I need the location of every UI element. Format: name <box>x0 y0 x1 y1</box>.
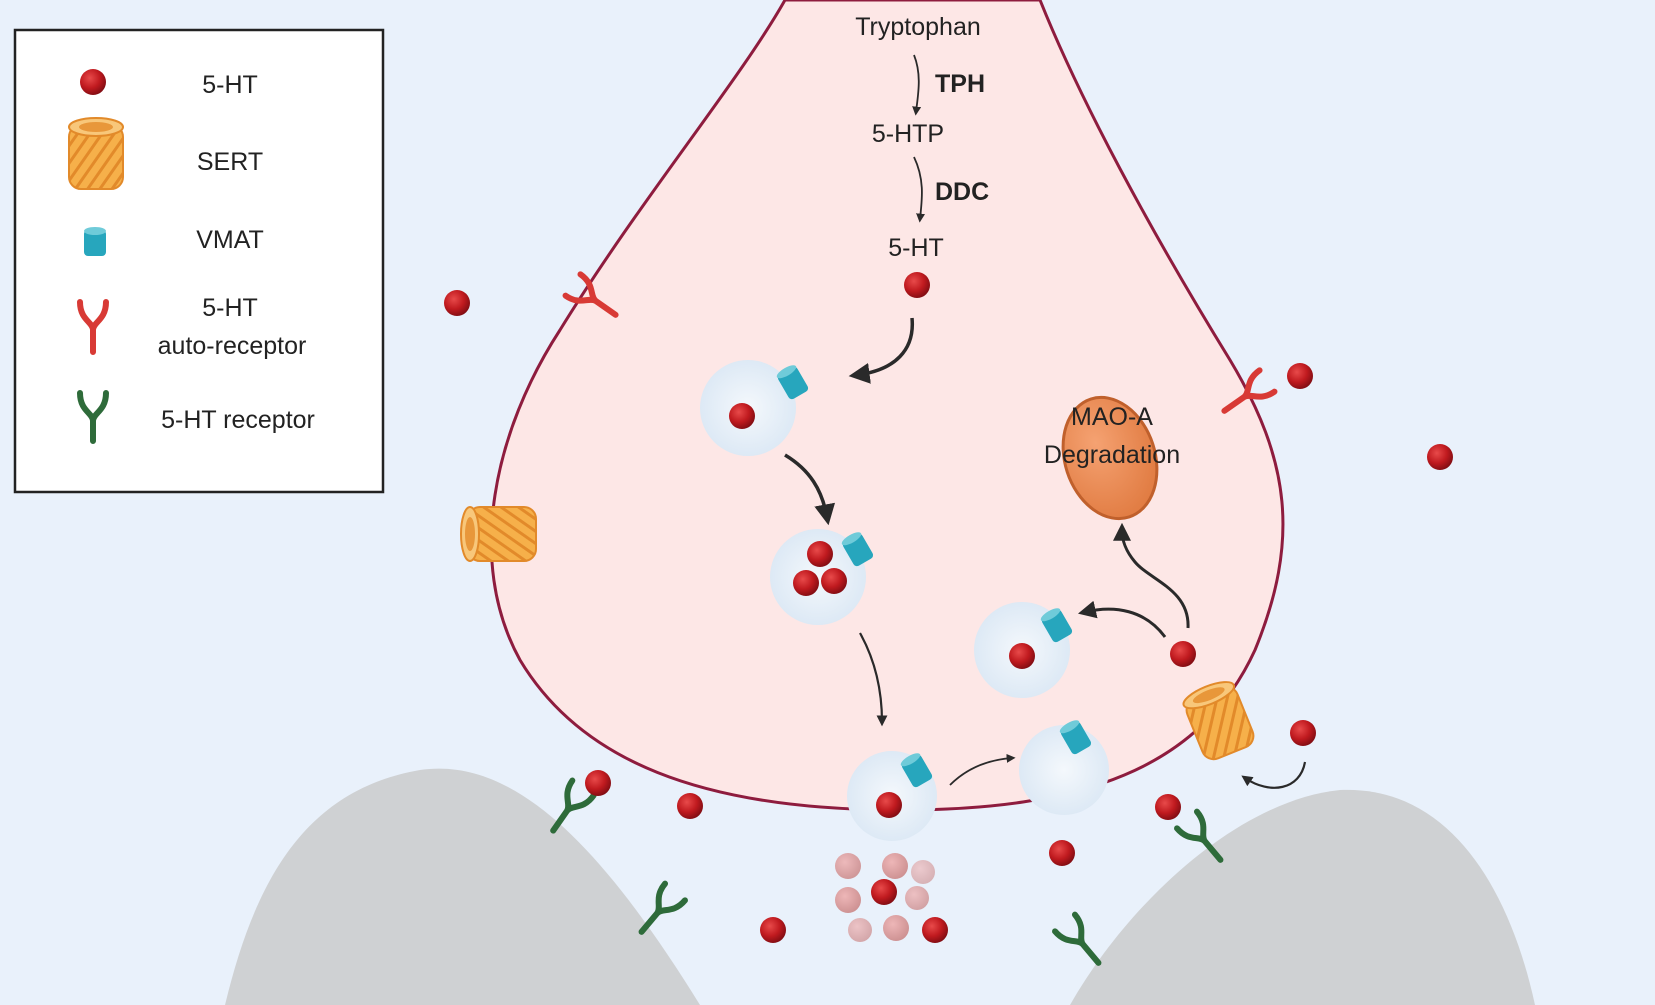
sert-transporter-right <box>1182 681 1255 761</box>
pathway-tryptophan: Tryptophan <box>855 13 981 41</box>
vmat-icon <box>1040 608 1073 643</box>
serotonin-molecule <box>821 568 847 594</box>
legend-label-vmat: VMAT <box>196 226 264 254</box>
postsynaptic-neuron-right <box>1070 789 1535 1005</box>
vmat-icon <box>776 365 809 400</box>
serotonin-molecule <box>1009 643 1035 669</box>
serotonin-molecule <box>882 853 908 879</box>
auto-receptor-icon <box>77 299 109 355</box>
pathway-5ht: 5-HT <box>888 234 944 262</box>
serotonin-molecule <box>1427 444 1453 470</box>
released-serotonin-cluster <box>835 853 948 943</box>
postsynaptic-receptor <box>550 777 597 834</box>
serotonin-molecule <box>835 853 861 879</box>
arrow-to-vesicle-refill <box>1077 600 1167 638</box>
synthesis-pathway: Tryptophan TPH 5-HTP DDC 5-HT <box>855 13 989 298</box>
serotonin-molecule <box>1287 363 1313 389</box>
serotonin-molecule <box>883 915 909 941</box>
serotonin-molecule <box>1049 840 1075 866</box>
vesicle-recycled-empty <box>1019 720 1109 815</box>
arrow-vesicle-2-to-membrane <box>859 632 888 727</box>
serotonin-molecule <box>585 770 611 796</box>
serotonin-molecule <box>1170 641 1196 667</box>
legend: 5-HT SERT VMAT 5-HT auto-receptor 5-HT r… <box>13 28 385 494</box>
legend-label-sert: SERT <box>197 148 263 176</box>
serotonin-molecule <box>444 290 470 316</box>
arrow-into-vesicle <box>848 317 914 384</box>
vesicle-2 <box>770 529 874 625</box>
arrow-reuptake <box>1241 761 1307 789</box>
serotonin-molecule-icon <box>80 69 106 95</box>
sert-icon <box>68 117 124 190</box>
pathway-5htp: 5-HTP <box>872 120 944 148</box>
serotonin-molecule <box>677 793 703 819</box>
mao-label-line2: Degradation <box>1044 441 1180 469</box>
serotonin-molecule <box>848 918 872 942</box>
serotonin-molecule <box>904 272 930 298</box>
serotonin-molecule <box>876 792 902 818</box>
arrow-vesicle-1-to-2 <box>784 453 836 526</box>
postsynaptic-receptor <box>638 880 688 935</box>
serotonin-molecule <box>760 917 786 943</box>
auto-receptor-left <box>562 271 619 318</box>
postsynaptic-receptor <box>1052 911 1102 966</box>
serotonin-molecule <box>922 917 948 943</box>
postsynaptic-receptor <box>1174 808 1224 863</box>
vmat-icon <box>900 753 933 788</box>
arrow-vesicle-recycling <box>949 753 1016 786</box>
serotonin-molecule <box>807 541 833 567</box>
auto-receptor-right <box>1221 367 1278 414</box>
vesicle-1 <box>700 360 809 456</box>
vmat-icon <box>1059 720 1092 755</box>
pathway-enzyme-tph: TPH <box>935 70 985 98</box>
vesicle-refilling <box>974 602 1073 698</box>
serotonin-molecule <box>793 570 819 596</box>
pathway-arrow-2 <box>913 156 926 223</box>
serotonin-molecule <box>835 887 861 913</box>
serotonin-molecule <box>905 886 929 910</box>
legend-label-serotonin: 5-HT <box>202 71 258 99</box>
receptor-icon <box>77 390 109 444</box>
postsynaptic-neuron-left <box>225 768 700 1005</box>
legend-label-auto-receptor-line2: auto-receptor <box>158 332 307 360</box>
legend-label-auto-receptor-line1: 5-HT <box>202 294 258 322</box>
vmat-icon <box>841 532 874 567</box>
serotonin-molecule <box>1155 794 1181 820</box>
mao-label-line1: MAO-A <box>1071 403 1153 431</box>
pathway-arrow-1 <box>912 54 922 116</box>
serotonin-molecule <box>729 403 755 429</box>
serotonin-molecule <box>871 879 897 905</box>
vmat-icon <box>84 227 106 256</box>
sert-transporter-left <box>460 506 537 562</box>
legend-box <box>13 28 385 494</box>
pathway-enzyme-ddc: DDC <box>935 178 989 206</box>
mao-a-enzyme: MAO-A Degradation <box>1044 395 1180 521</box>
serotonin-molecule <box>1290 720 1316 746</box>
arrow-to-mao-degradation <box>1113 522 1190 629</box>
legend-label-receptor: 5-HT receptor <box>161 406 315 434</box>
serotonin-molecule <box>911 860 935 884</box>
vesicle-docked <box>847 751 937 841</box>
